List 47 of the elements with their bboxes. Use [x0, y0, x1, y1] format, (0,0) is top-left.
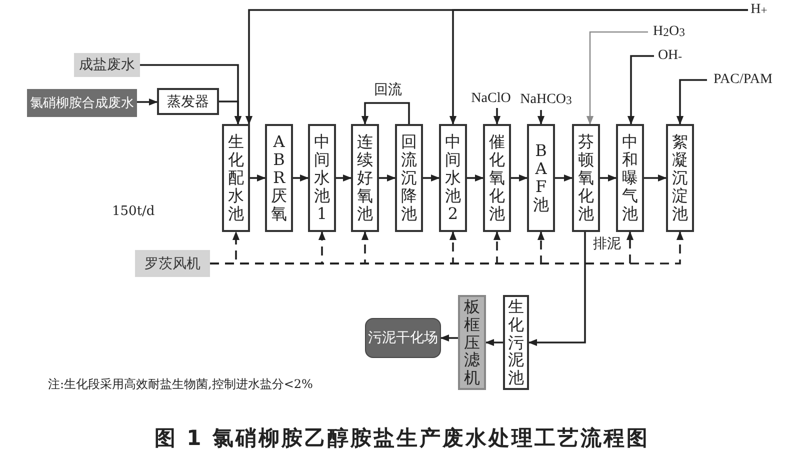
- edge-label: 排泥: [592, 235, 622, 253]
- arrow: [537, 110, 545, 125]
- arrow: [293, 174, 309, 182]
- arrow: [485, 338, 503, 346]
- arrow: [467, 174, 484, 182]
- note-text: 注:生化段采用高效耐盐生物菌,控制进水盐分<2%: [48, 376, 313, 393]
- arrow: [250, 174, 266, 182]
- source-box: 氯硝柳胺合成废水: [27, 89, 137, 117]
- arrow: [676, 79, 707, 125]
- arrow: [627, 55, 654, 125]
- tank-box: ABR厌氧: [265, 124, 293, 232]
- arrow: [528, 232, 586, 346]
- source-box: 成盐废水: [74, 53, 140, 77]
- reagent-label: NaClO: [467, 90, 515, 108]
- arrow: [555, 174, 573, 182]
- flow-rate-label: 150t/d: [112, 204, 155, 219]
- arrow: [137, 98, 158, 106]
- tank-box: 芬顿氧化池: [572, 124, 600, 232]
- arrow: [600, 174, 617, 182]
- figure-caption: 图 1 氯硝柳胺乙醇胺盐生产废水处理工艺流程图: [153, 425, 651, 452]
- tank-box: 中间水池1: [308, 124, 336, 232]
- tank-box: 生化配水池: [222, 124, 250, 232]
- tank-box: 中和曝气池: [616, 124, 644, 232]
- filter-press-box: 板框压滤机: [458, 295, 486, 390]
- tank-box: 生化污泥池: [503, 295, 529, 390]
- source-box: 罗茨风机: [135, 250, 210, 277]
- arrow: [586, 31, 648, 125]
- tank-box: 絮凝沉淀池: [666, 124, 694, 232]
- arrow: [493, 108, 501, 125]
- arrow: [336, 174, 352, 182]
- tank-box: 催化氧化池: [483, 124, 511, 232]
- tank-box: 回流沉降池: [395, 124, 423, 232]
- arrow: [219, 100, 242, 125]
- arrow: [361, 102, 410, 125]
- edge-label: 回流: [373, 81, 403, 99]
- process-box: 蒸发器: [157, 88, 219, 115]
- drying-yard-box: 污泥干化场: [365, 318, 441, 358]
- arrow: [423, 174, 440, 182]
- reagent-label: PAC/PAM: [707, 71, 779, 89]
- arrow: [379, 174, 396, 182]
- arrow: [644, 174, 667, 182]
- tank-box: BAF池: [527, 124, 555, 232]
- tank-box: 中间水池2: [439, 124, 467, 232]
- arrow: [511, 174, 528, 182]
- arrow: [440, 334, 458, 342]
- arrow: [449, 9, 748, 125]
- tank-box: 连续好氧池: [351, 124, 379, 232]
